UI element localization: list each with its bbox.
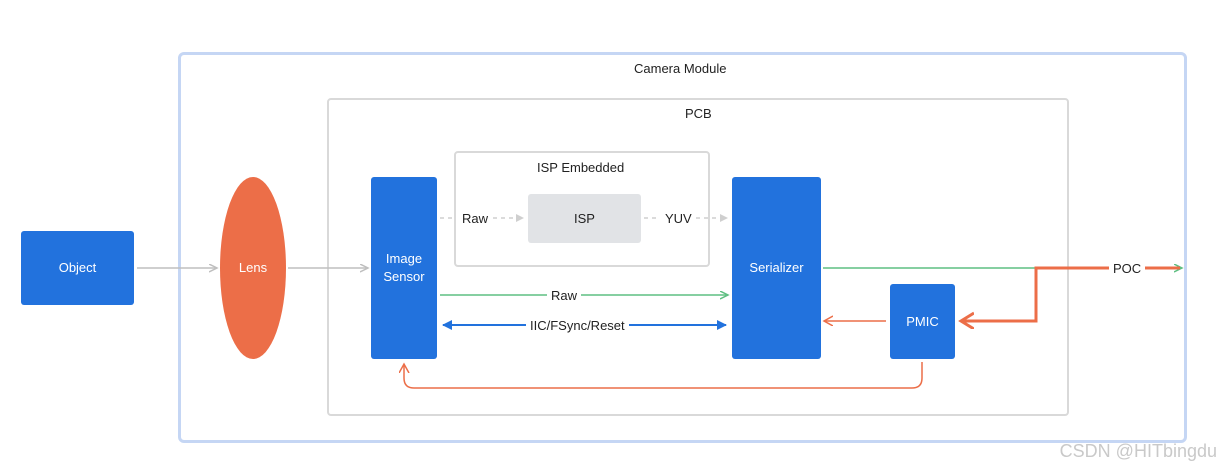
image-sensor-label: Image Sensor bbox=[383, 251, 425, 284]
lens-label: Lens bbox=[238, 260, 268, 275]
pcb-label: PCB bbox=[685, 106, 712, 121]
isp-embedded-label: ISP Embedded bbox=[537, 160, 625, 175]
watermark: CSDN @HITbingdu bbox=[1059, 441, 1217, 461]
object-label: Object bbox=[58, 260, 97, 275]
pmic-label: PMIC bbox=[906, 313, 939, 329]
pmic-block: PMIC bbox=[890, 284, 955, 359]
isp-label: ISP bbox=[574, 210, 595, 226]
lens-ellipse bbox=[220, 177, 286, 359]
image-sensor-block: Image Sensor bbox=[371, 177, 437, 359]
poc-label: POC bbox=[1109, 261, 1146, 276]
poc-power-path bbox=[962, 266, 1180, 321]
pcb-frame bbox=[327, 98, 1069, 416]
serializer-block: Serializer bbox=[732, 177, 821, 359]
pmic-to-sensor-path bbox=[404, 362, 923, 389]
control-bus-label: IIC/FSync/Reset bbox=[526, 318, 629, 333]
isp-embedded-frame bbox=[454, 151, 710, 267]
raw-direct-label: Raw bbox=[547, 288, 582, 303]
camera-module-label: Camera Module bbox=[634, 61, 727, 76]
isp-block: ISP bbox=[528, 194, 641, 243]
serializer-label: Serializer bbox=[749, 260, 804, 275]
raw-to-isp-label: Raw bbox=[462, 211, 489, 226]
object-block: Object bbox=[21, 231, 134, 305]
camera-module-frame bbox=[178, 52, 1187, 443]
yuv-label: YUV bbox=[665, 211, 692, 226]
